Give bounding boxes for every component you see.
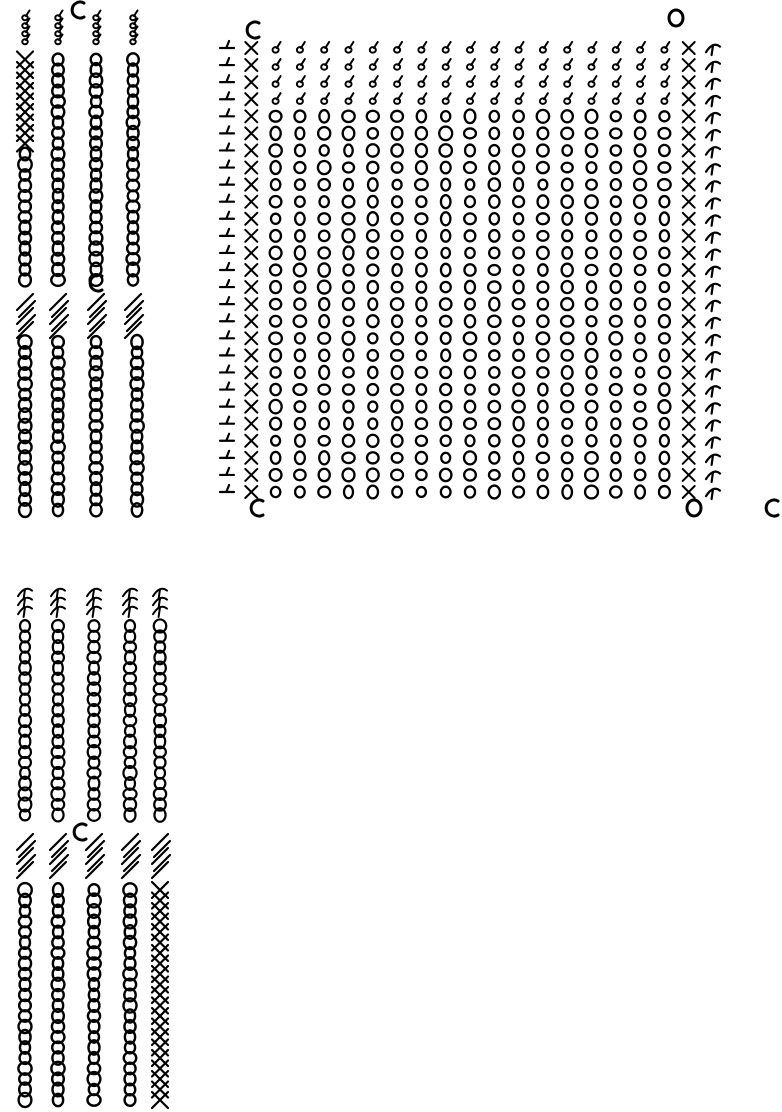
cipher-scan: [0, 0, 782, 1112]
